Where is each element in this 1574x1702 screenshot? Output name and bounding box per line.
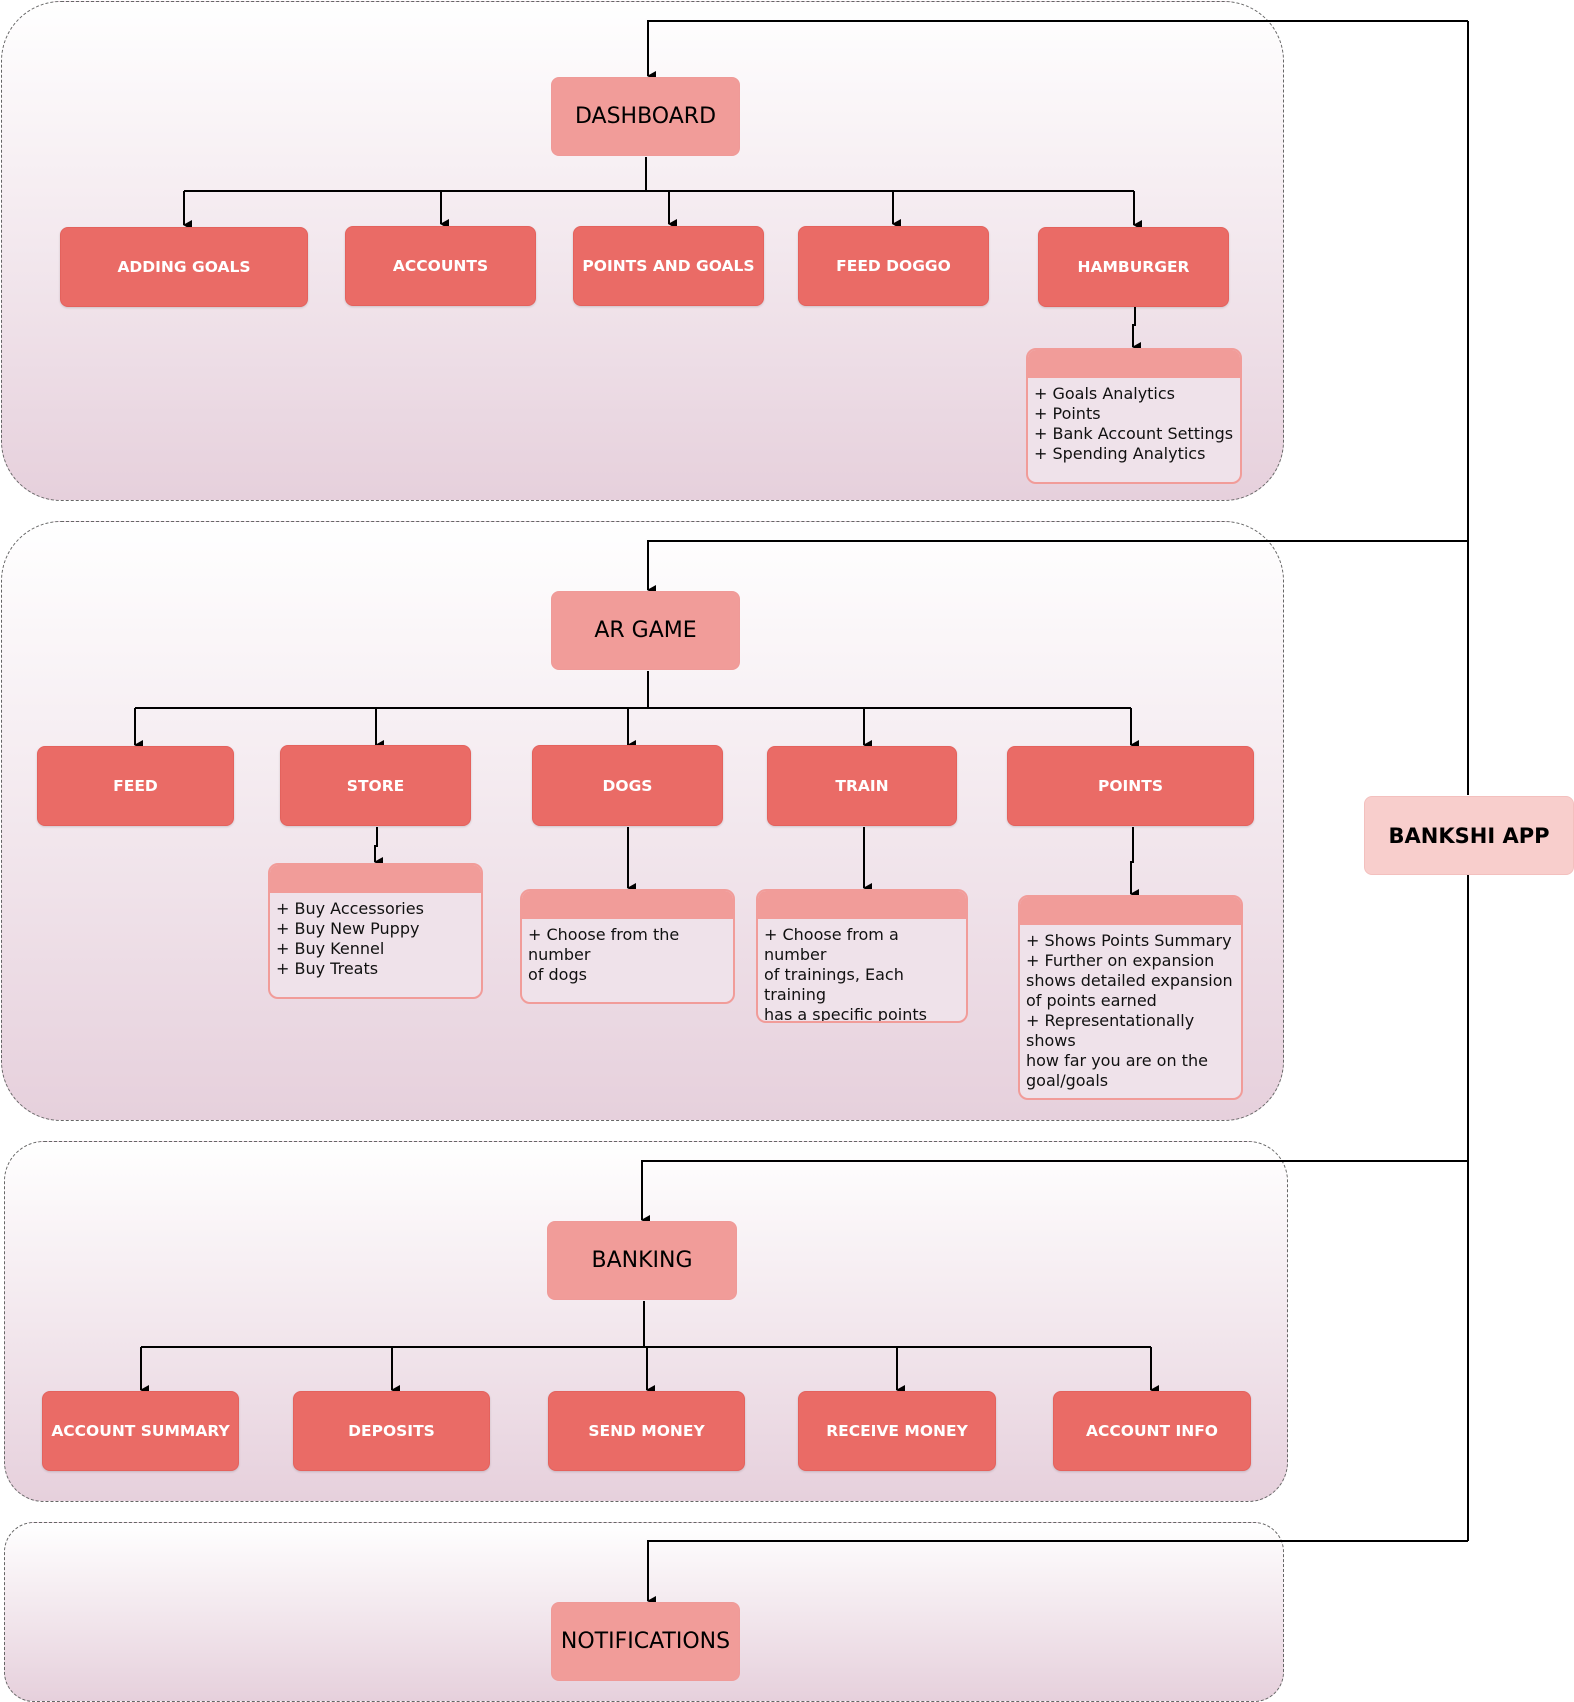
note-line: + Bank Account Settings [1034, 424, 1234, 443]
note-line: + Points [1034, 404, 1101, 423]
store-node[interactable]: STORE [280, 745, 471, 826]
account-summary-node[interactable]: ACCOUNT SUMMARY [42, 1391, 239, 1471]
dashboard-node[interactable]: DASHBOARD [551, 77, 740, 156]
send-money-node[interactable]: SEND MONEY [548, 1391, 745, 1471]
note-line: + Further on expansion shows detailed ex… [1026, 951, 1233, 1010]
accounts-node[interactable]: ACCOUNTS [345, 226, 536, 306]
points-node[interactable]: POINTS [1007, 746, 1254, 826]
note-line: + Buy Kennel [276, 939, 385, 958]
dogs-node[interactable]: DOGS [532, 745, 723, 826]
banking-node[interactable]: BANKING [547, 1221, 737, 1300]
notifications-node[interactable]: NOTIFICATIONS [551, 1602, 740, 1681]
note-header [1028, 350, 1240, 378]
deposits-node[interactable]: DEPOSITS [293, 1391, 490, 1471]
note-header [1020, 897, 1241, 925]
note-line: + Spending Analytics [1034, 444, 1206, 463]
adding-goals-node[interactable]: ADDING GOALS [60, 227, 308, 307]
store-note: + Buy Accessories + Buy New Puppy + Buy … [268, 863, 483, 999]
note-line: + Representationally shows how far you a… [1026, 1011, 1208, 1090]
bankshi-app-node[interactable]: BANKSHI APP [1364, 796, 1574, 875]
note-header [270, 865, 481, 893]
note-line: + Choose from the number of dogs [528, 925, 680, 984]
hamburger-note: + Goals Analytics + Points + Bank Accoun… [1026, 348, 1242, 484]
note-line: + Goals Analytics [1034, 384, 1176, 403]
train-note: + Choose from a number of trainings, Eac… [756, 889, 968, 1023]
points-note: + Shows Points Summary + Further on expa… [1018, 895, 1243, 1100]
feed-doggo-node[interactable]: FEED DOGGO [798, 226, 989, 306]
note-line: + Buy Accessories [276, 899, 424, 918]
note-line: + Shows Points Summary [1026, 931, 1232, 950]
hamburger-node[interactable]: HAMBURGER [1038, 227, 1229, 307]
feed-node[interactable]: FEED [37, 746, 234, 826]
note-header [522, 891, 733, 919]
ar-game-node[interactable]: AR GAME [551, 591, 740, 670]
note-line: + Buy Treats [276, 959, 379, 978]
note-header [758, 891, 966, 919]
train-node[interactable]: TRAIN [767, 746, 957, 826]
note-line: + Buy New Puppy [276, 919, 420, 938]
points-and-goals-node[interactable]: POINTS AND GOALS [573, 226, 764, 306]
dogs-note: + Choose from the number of dogs [520, 889, 735, 1004]
account-info-node[interactable]: ACCOUNT INFO [1053, 1391, 1251, 1471]
note-line: + Choose from a number of trainings, Eac… [764, 925, 927, 1023]
receive-money-node[interactable]: RECEIVE MONEY [798, 1391, 996, 1471]
